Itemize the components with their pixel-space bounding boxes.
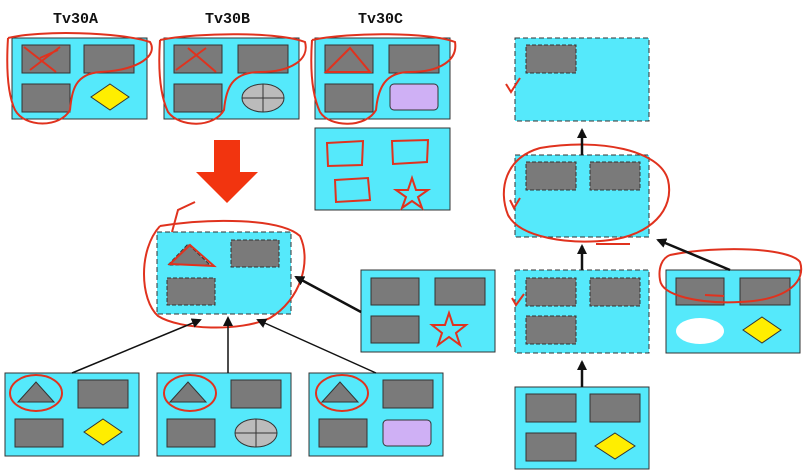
label-tv30b: Tv30B (205, 11, 251, 28)
arrow-far-right-to-second (656, 238, 731, 272)
panel-bottom-a (4, 372, 140, 457)
panel-bottom-c (308, 372, 444, 457)
panel-tv30b (158, 33, 307, 125)
arrow-bottom-a-to-merged (71, 318, 202, 374)
panel-star (360, 269, 496, 353)
panel-bottom-b (156, 372, 292, 457)
panel-merged (143, 201, 306, 329)
panel-right-second (502, 143, 671, 243)
panel-tv30c (310, 33, 457, 125)
big-down-arrow (196, 140, 258, 203)
panel-right-top (505, 37, 650, 122)
label-tv30a: Tv30A (53, 11, 99, 28)
panel-right-bottom (514, 386, 650, 470)
arrow-star-to-merged (294, 275, 362, 314)
label-tv30c: Tv30C (358, 11, 404, 28)
panel-tv30a (6, 32, 153, 125)
arrow-bottom-c-to-merged (256, 318, 377, 374)
panel-right-third (511, 269, 650, 354)
panel-far-right (658, 248, 803, 354)
panel-sketch (314, 127, 451, 211)
